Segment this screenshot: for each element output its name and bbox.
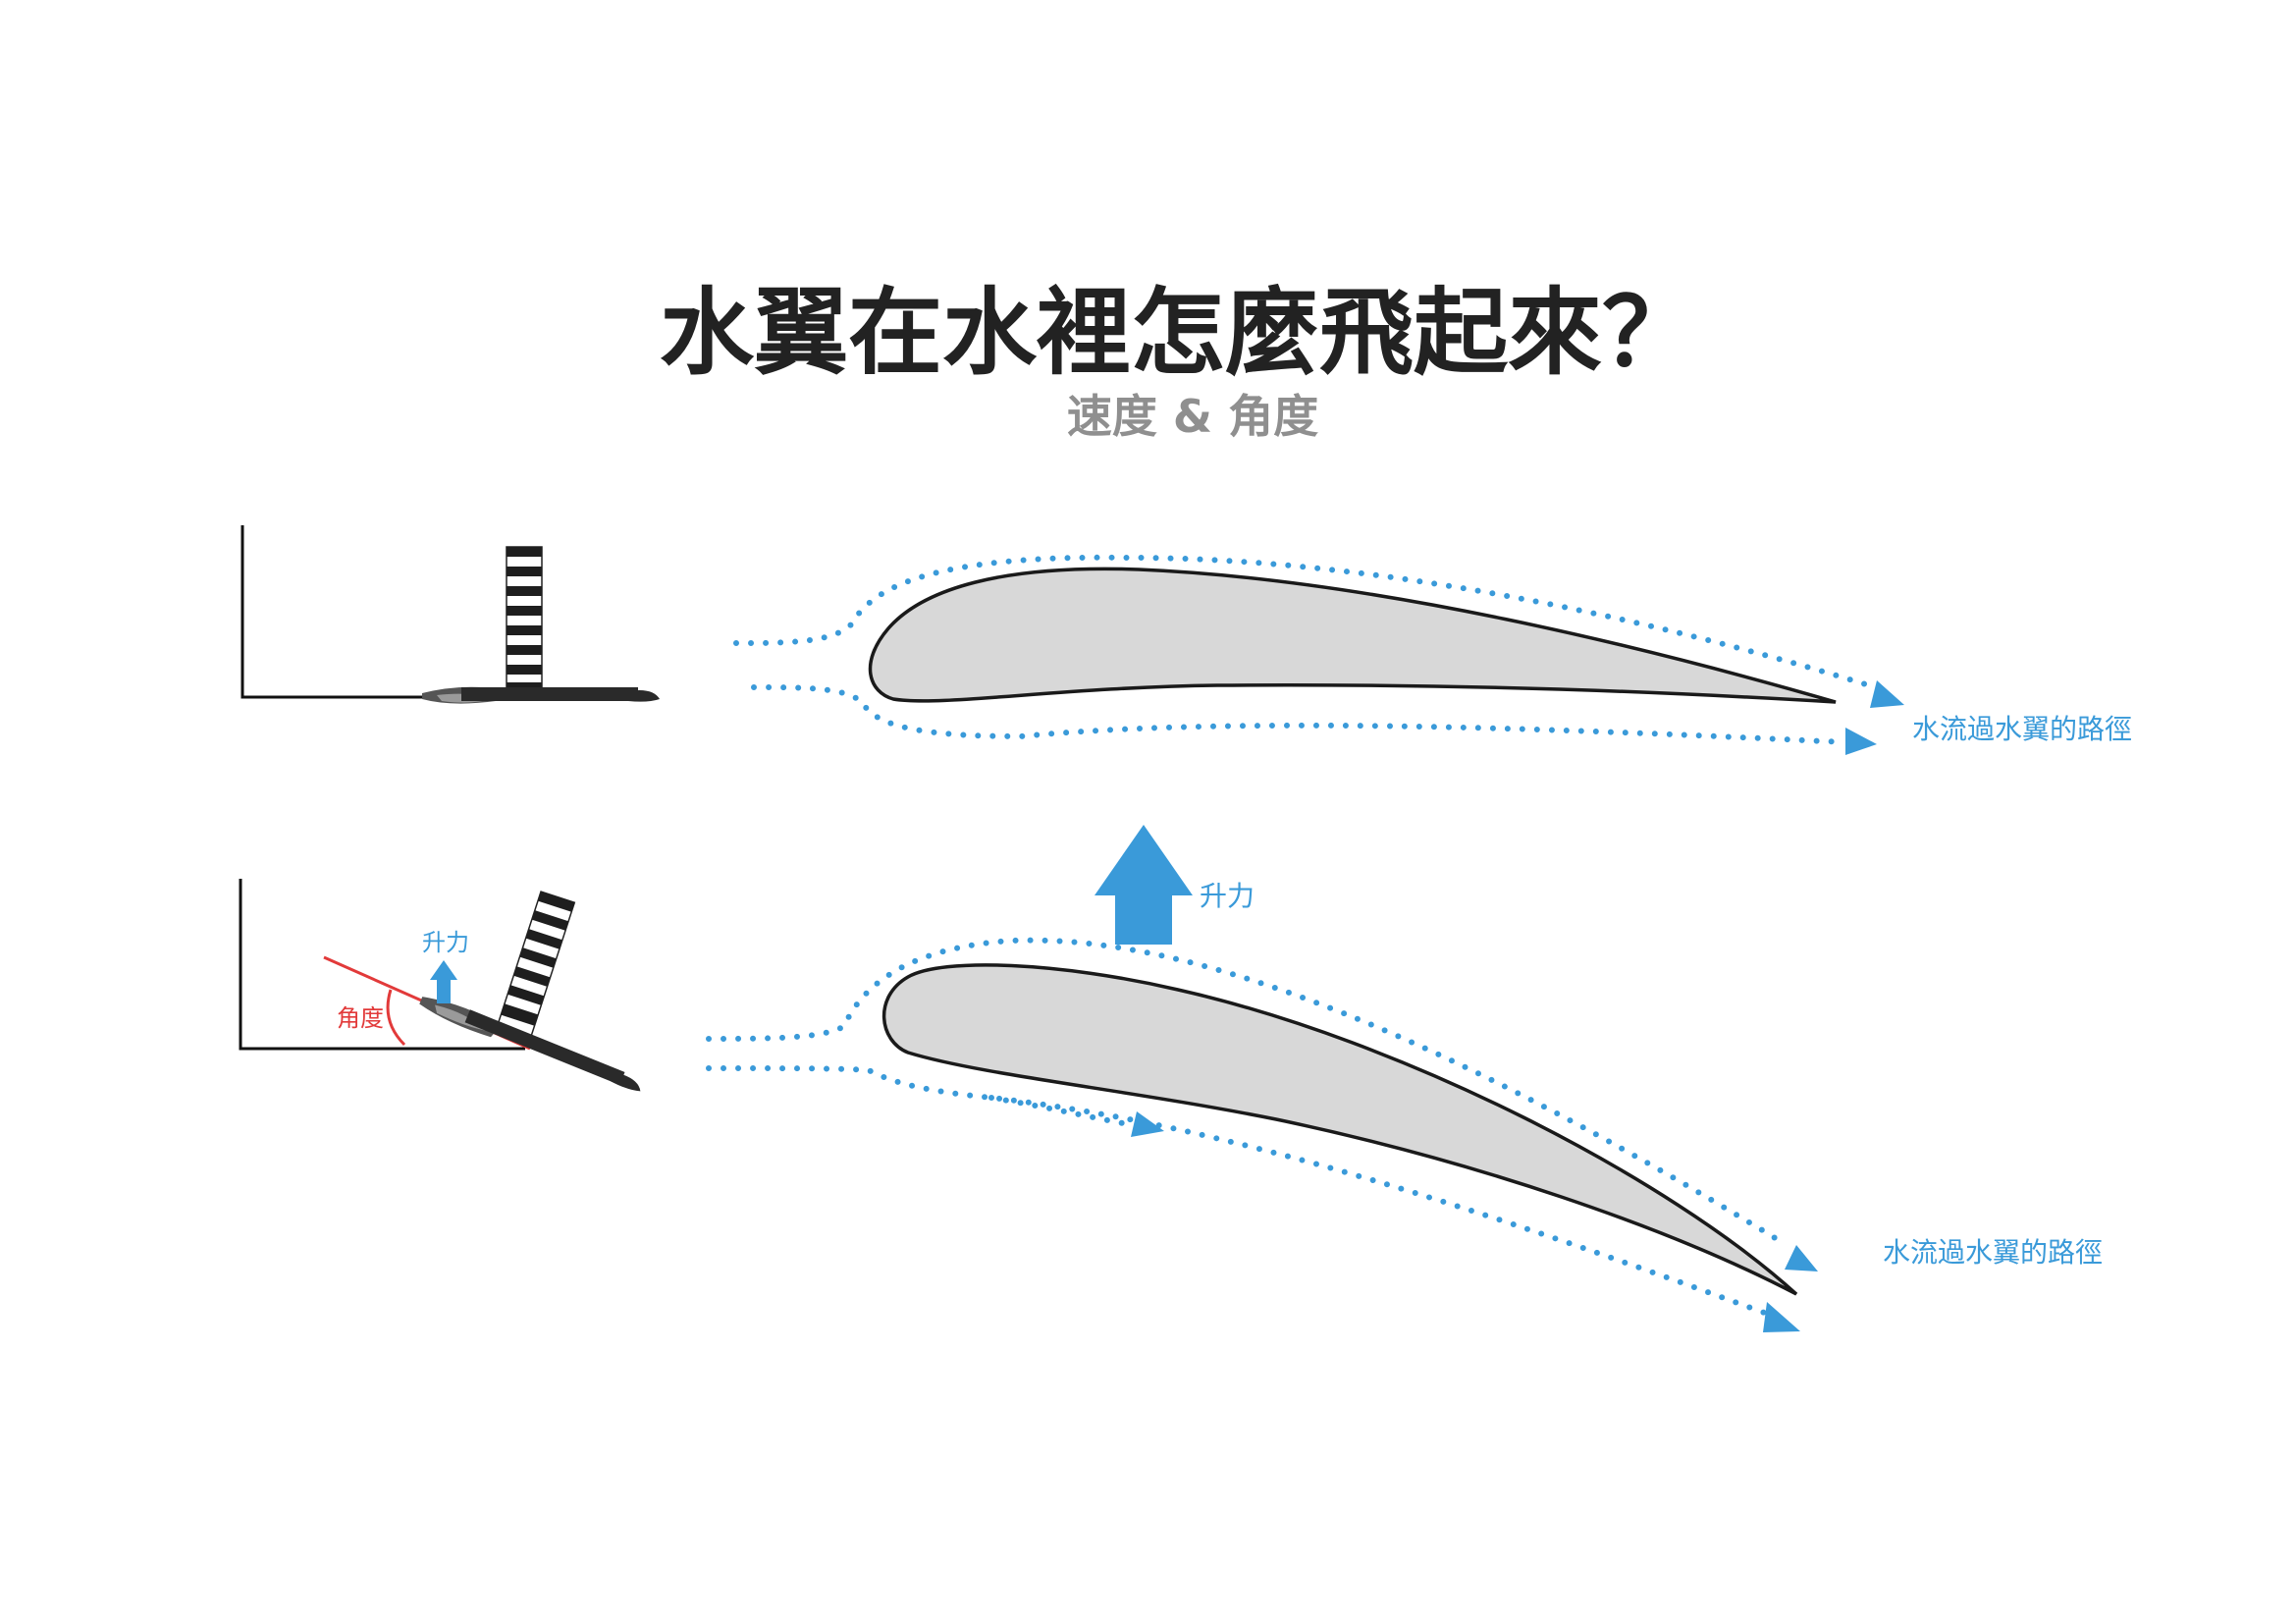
foil-wings-top [422, 686, 660, 704]
flow-line-bottom-upper [706, 937, 1789, 1248]
flow-arrow-bottom-mid [1131, 1111, 1164, 1137]
axis-lines-top [240, 525, 643, 699]
airfoil-top [868, 567, 1837, 704]
flow-line-top-upper [733, 554, 1888, 693]
airfoil-bottom [881, 963, 1798, 1296]
small-diagram-level [240, 525, 660, 704]
page-subtitle: 速度 & 角度 [1067, 390, 1318, 443]
flow-arrow-bottom-upper [1785, 1245, 1818, 1271]
lift-label-small: 升力 [422, 929, 469, 956]
lift-label-main: 升力 [1200, 880, 1255, 912]
page-title: 水翼在水裡怎麼飛起來？ [660, 278, 1696, 388]
flow-arrow-top-upper [1870, 680, 1904, 708]
flow-arrow-bottom-lower [1763, 1302, 1800, 1332]
lift-arrow-small [430, 960, 457, 1003]
foil-wings-bottom [419, 997, 641, 1092]
angle-label: 角度 [337, 1004, 384, 1032]
lift-arrow-main-shape [1095, 825, 1193, 945]
angle-arc [386, 989, 406, 1047]
flow-path-label-bottom: 水流過水翼的路徑 [1883, 1236, 2103, 1269]
lift-arrow-main [1095, 825, 1193, 945]
flow-line-bottom-lower [706, 1065, 1770, 1317]
foil-mast-bottom [494, 891, 576, 1044]
small-diagram-angled [239, 879, 641, 1092]
flow-arrow-top-lower [1845, 728, 1877, 755]
flow-path-label-top: 水流過水翼的路徑 [1912, 713, 2132, 745]
axis-lines-bottom [239, 879, 525, 1051]
foil-mast-top [506, 546, 543, 695]
